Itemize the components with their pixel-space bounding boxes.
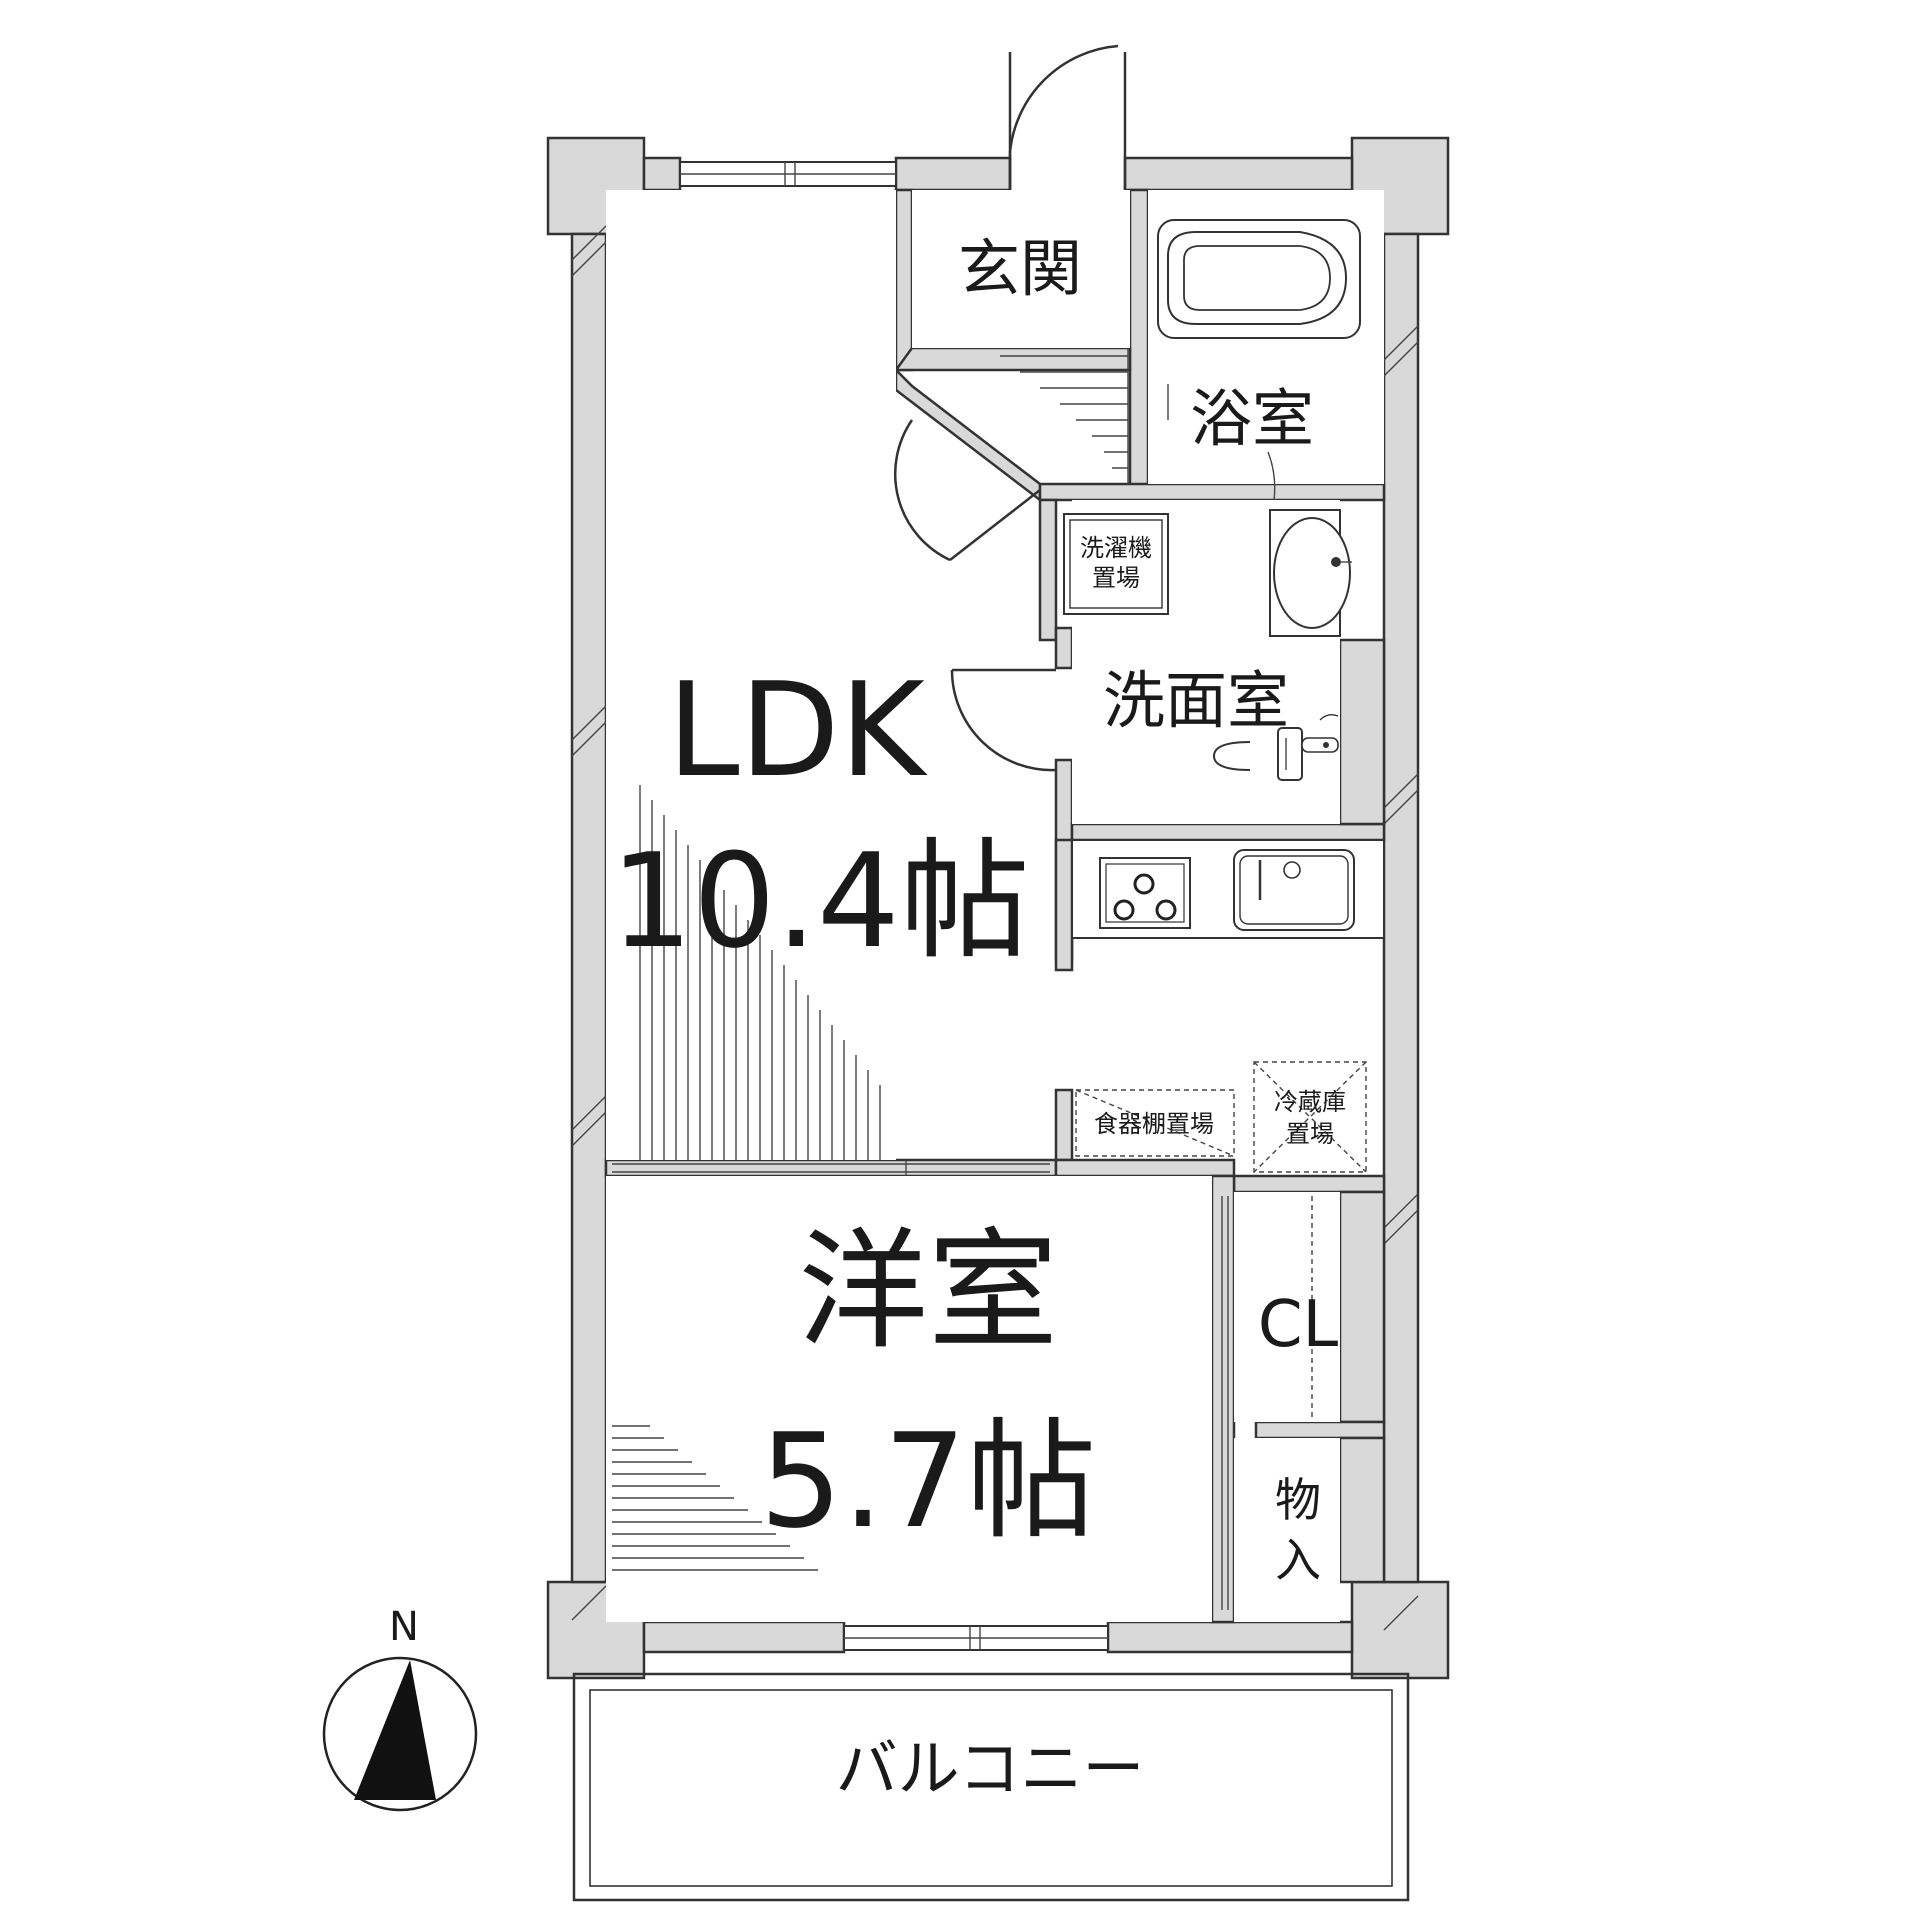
balcony	[572, 1672, 1410, 1902]
wall-washroom-bottom	[1070, 822, 1386, 842]
kitchen-sink	[1233, 849, 1355, 931]
fridge-label-2: 置場	[1286, 1120, 1334, 1148]
interior-walls	[604, 188, 1386, 1624]
labels: LDK 10.4帖 洋室 5.7帖 玄関 浴室 洗面室 CL 物 入 バルコニー…	[389, 232, 1346, 1805]
wall-ldk-western	[604, 1158, 1058, 1178]
wall-closet-storage	[1254, 1420, 1386, 1440]
window-bottom	[843, 1625, 1109, 1651]
ldk-western-sliding-door[interactable]	[612, 1160, 1050, 1176]
wall-top-left	[642, 156, 682, 192]
wash-basin	[1269, 509, 1352, 637]
north-arrow-icon	[354, 1660, 436, 1800]
balcony-label: バルコニー	[836, 1732, 1145, 1805]
wall-ldk-western-2	[1054, 1158, 1236, 1178]
pillar-bottom-right	[1350, 1580, 1450, 1680]
stove	[1099, 857, 1191, 929]
closet-door[interactable]	[1221, 1196, 1313, 1610]
wall-closet-top	[1232, 1174, 1386, 1194]
compass	[322, 1656, 478, 1812]
western-room-size-label: 5.7帖	[760, 1405, 1097, 1557]
wall-washroom-left-upper	[1038, 498, 1058, 642]
side-window-marks	[571, 225, 1419, 1631]
wall-storage-right	[1338, 1436, 1386, 1584]
closet-label: CL	[1258, 1288, 1339, 1362]
washroom-door[interactable]	[950, 668, 1057, 772]
bathtub	[1157, 219, 1361, 339]
wall-washroom-notch	[1054, 626, 1074, 670]
ldk-size-label: 10.4帖	[610, 825, 1029, 977]
kitchen-counter	[1071, 839, 1385, 939]
wall-kitchen-left	[1054, 838, 1074, 972]
wall-bottom-left	[642, 1620, 846, 1654]
wall-top-entrance-left	[894, 156, 1012, 192]
toilet	[1212, 713, 1339, 781]
washroom-label: 洗面室	[1103, 664, 1289, 737]
room-floors	[606, 190, 1384, 1622]
storage-label-1: 物	[1275, 1473, 1321, 1527]
wall-top-right	[1123, 156, 1354, 192]
wall-entrance-bottom	[893, 346, 1132, 372]
entrance-door[interactable]	[1008, 44, 1127, 190]
fridge-label-1: 冷蔵庫	[1274, 1088, 1346, 1116]
washer-label-2: 置場	[1092, 564, 1140, 592]
wall-cupboard-nub	[1054, 1088, 1074, 1162]
wall-bath-bottom	[1038, 482, 1386, 502]
wall-left	[570, 232, 608, 1584]
wall-bottom-right	[1106, 1620, 1354, 1654]
bath-label: 浴室	[1190, 382, 1314, 455]
wall-bath-left	[1128, 188, 1150, 492]
fridge-space	[1253, 1061, 1367, 1173]
wall-western-right	[1210, 1174, 1236, 1624]
entrance-label: 玄関	[958, 232, 1082, 305]
ldk-hall-door[interactable]	[893, 419, 1041, 562]
cupboard-space	[1075, 1089, 1235, 1157]
cupboard-label: 食器棚置場	[1094, 1110, 1214, 1138]
ldk-floor-hatch	[639, 785, 881, 1160]
bath-door[interactable]	[1167, 384, 1276, 501]
wall-washroom-right	[1338, 638, 1386, 826]
north-label: N	[389, 1604, 419, 1650]
washer-label-1: 洗濯機	[1080, 534, 1152, 562]
washer-space	[1063, 513, 1169, 615]
wall-entrance-left	[894, 188, 914, 372]
western-room-label: 洋室	[798, 1215, 1058, 1367]
western-floor-hatch	[612, 1425, 818, 1571]
storage-label-2: 入	[1275, 1533, 1321, 1587]
entrance-step-hatch	[1000, 348, 1129, 484]
wall-right	[1382, 232, 1420, 1584]
window-top	[679, 161, 897, 187]
pillar-top-left	[546, 136, 646, 236]
wall-entry-diagonal	[894, 366, 1042, 503]
ldk-label: LDK	[667, 654, 928, 806]
wall-closet-right	[1338, 1190, 1386, 1424]
